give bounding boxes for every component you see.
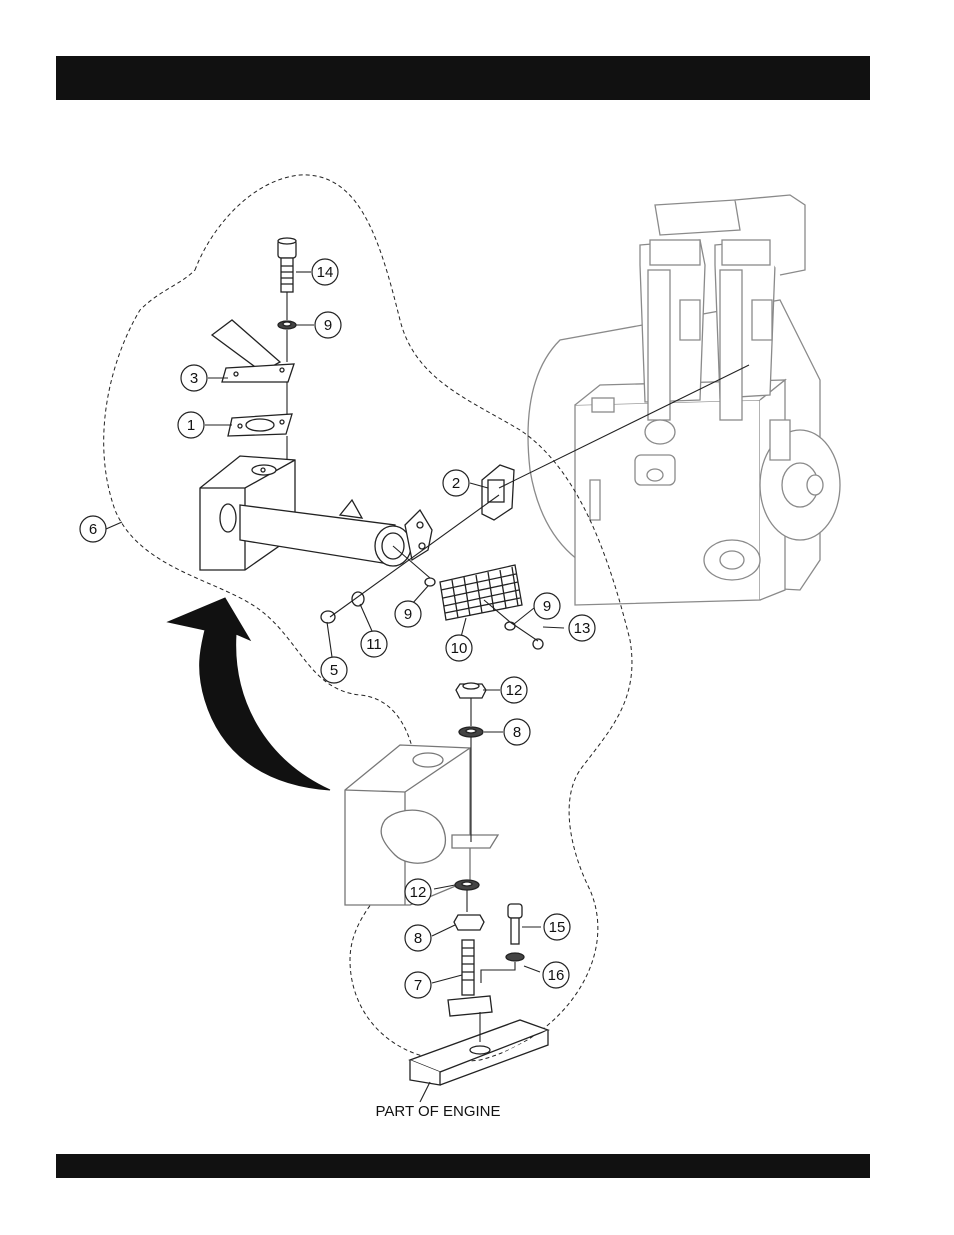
callout-9-mid-label: 9	[404, 606, 412, 623]
callout-12-top-label: 12	[506, 682, 523, 699]
callout-13-label: 13	[574, 620, 591, 637]
callout-15-label: 15	[549, 919, 566, 936]
callout-5-label: 5	[330, 662, 338, 679]
callout-8-lower-label: 8	[414, 930, 422, 947]
callout-13: 13	[569, 615, 595, 641]
callout-2: 2	[443, 470, 469, 496]
engine-illustration	[528, 195, 840, 605]
callout-12-top: 12	[501, 677, 527, 703]
callouts: 14 9 3 1 2 6 9 5	[80, 259, 595, 998]
callout-8-top-label: 8	[513, 724, 521, 741]
callout-1-label: 1	[187, 417, 195, 434]
callout-12-lower: 12	[405, 879, 431, 905]
assembly-arrow	[168, 598, 330, 790]
callout-7: 7	[405, 972, 431, 998]
callout-9-top: 9	[315, 312, 341, 338]
callout-7-label: 7	[414, 977, 422, 994]
callout-10: 10	[446, 635, 472, 661]
callout-3-label: 3	[190, 370, 198, 387]
callout-11: 11	[361, 631, 387, 657]
callout-6-label: 6	[89, 521, 97, 538]
callout-1: 1	[178, 412, 204, 438]
callout-8-lower: 8	[405, 925, 431, 951]
callout-6: 6	[80, 516, 106, 542]
callout-12-lower-label: 12	[410, 884, 427, 901]
callout-15: 15	[544, 914, 570, 940]
callout-9-right: 9	[534, 593, 560, 619]
callout-2-label: 2	[452, 475, 460, 492]
part-of-engine-caption: PART OF ENGINE	[375, 1103, 500, 1120]
callout-9-top-label: 9	[324, 317, 332, 334]
callout-16: 16	[543, 962, 569, 988]
callout-14-label: 14	[317, 264, 334, 281]
callout-9-mid: 9	[395, 601, 421, 627]
callout-16-label: 16	[548, 967, 565, 984]
parts	[200, 238, 548, 1085]
callout-14: 14	[312, 259, 338, 285]
callout-3: 3	[181, 365, 207, 391]
callout-9-right-label: 9	[543, 598, 551, 615]
callout-5: 5	[321, 657, 347, 683]
callout-11-label: 11	[366, 636, 382, 653]
callout-8-top: 8	[504, 719, 530, 745]
callout-10-label: 10	[451, 640, 468, 657]
